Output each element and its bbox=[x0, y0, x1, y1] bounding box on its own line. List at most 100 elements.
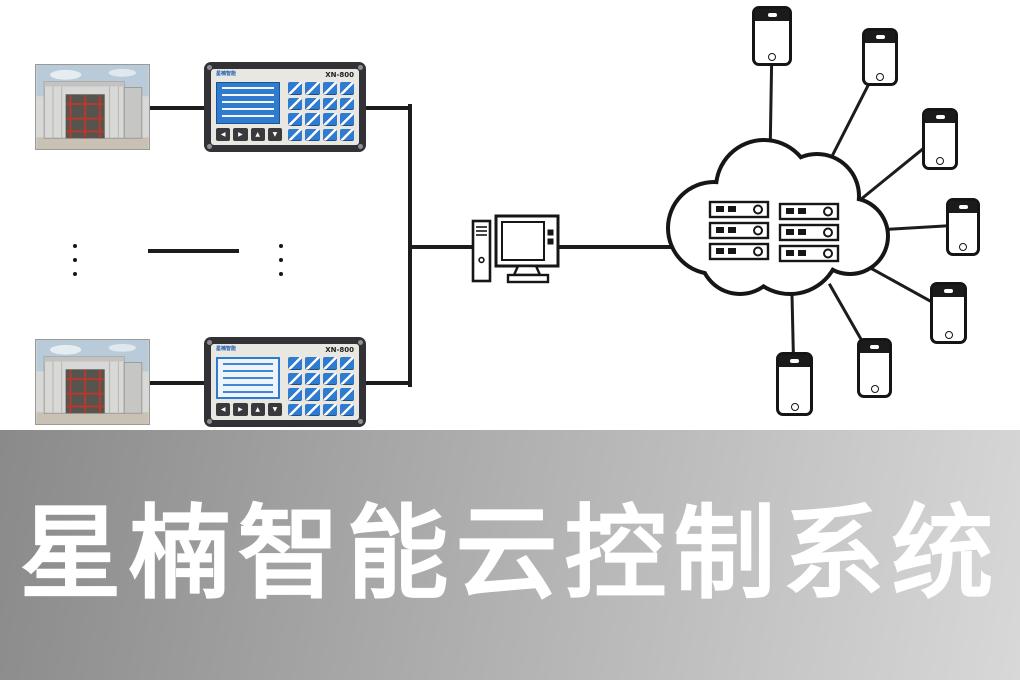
controller-lcd-screen bbox=[216, 82, 280, 124]
phone-speaker-icon bbox=[870, 345, 879, 349]
keypad-key bbox=[305, 388, 320, 401]
screw-icon bbox=[358, 144, 363, 149]
keypad-key bbox=[339, 403, 354, 416]
controller-nav-keys: ◀ ▶ ▲ ▼ bbox=[216, 403, 282, 416]
keypad-key bbox=[288, 97, 303, 110]
controller-faceplate: 星楠智能 XN-800 ◀ ▶ ▲ ▼ bbox=[211, 69, 359, 145]
drying-room-image bbox=[36, 340, 149, 424]
phone-home-button-icon bbox=[876, 73, 884, 81]
screw-icon bbox=[358, 65, 363, 70]
phone-speaker-icon bbox=[958, 205, 968, 209]
keypad-key bbox=[305, 113, 320, 126]
controller-keypad bbox=[288, 82, 354, 141]
keypad-key bbox=[322, 357, 337, 370]
screw-icon bbox=[358, 340, 363, 345]
smartphone-icon bbox=[776, 352, 813, 416]
keypad-key bbox=[288, 403, 303, 416]
keypad-key bbox=[305, 128, 320, 141]
keypad-key bbox=[322, 128, 337, 141]
phone-home-button-icon bbox=[768, 53, 776, 61]
down-arrow-key-icon: ▼ bbox=[267, 128, 282, 141]
phone-home-button-icon bbox=[944, 331, 953, 339]
screw-icon bbox=[207, 419, 212, 424]
phone-home-button-icon bbox=[870, 385, 879, 393]
phone-speaker-icon bbox=[935, 115, 945, 119]
phone-header-bar bbox=[949, 201, 977, 213]
keypad-key bbox=[305, 357, 320, 370]
right-arrow-key-icon: ▶ bbox=[233, 128, 248, 141]
keypad-key bbox=[305, 403, 320, 416]
ellipsis-dots-controllers bbox=[277, 244, 285, 276]
keypad-key bbox=[339, 113, 354, 126]
server-rack-icons bbox=[708, 200, 840, 263]
smartphone-icon bbox=[930, 282, 967, 344]
smartphone-icon bbox=[862, 28, 898, 86]
banner: 星楠智能云控制系统 bbox=[0, 430, 1020, 680]
phone-header-bar bbox=[860, 341, 889, 353]
banner-title: 星楠智能云控制系统 bbox=[19, 495, 1001, 614]
monitoring-computer-icon bbox=[466, 208, 570, 292]
ellipsis-dots-sites bbox=[71, 244, 79, 276]
phone-header-bar bbox=[755, 9, 789, 21]
up-arrow-key-icon: ▲ bbox=[250, 128, 265, 141]
phone-speaker-icon bbox=[875, 35, 885, 39]
phone-header-bar bbox=[779, 355, 810, 367]
drying-room-photo-2 bbox=[35, 339, 150, 425]
cloud-server-icon bbox=[652, 136, 908, 306]
controller-brand-label: 星楠智能 bbox=[216, 346, 237, 352]
screw-icon bbox=[358, 419, 363, 424]
controller-brand-label: 星楠智能 bbox=[216, 71, 237, 77]
phone-speaker-icon bbox=[790, 359, 799, 363]
controller-faceplate: 星楠智能 XN-800 ◀ ▶ ▲ ▼ bbox=[211, 344, 359, 420]
screw-icon bbox=[207, 144, 212, 149]
keypad-key bbox=[322, 372, 337, 385]
keypad-key bbox=[288, 128, 303, 141]
keypad-key bbox=[322, 388, 337, 401]
keypad-key bbox=[322, 82, 337, 95]
smartphone-icon bbox=[922, 108, 958, 170]
keypad-key bbox=[305, 97, 320, 110]
controller-device-2: 星楠智能 XN-800 ◀ ▶ ▲ ▼ bbox=[204, 337, 366, 427]
smartphone-icon bbox=[857, 338, 892, 398]
keypad-key bbox=[339, 128, 354, 141]
keypad-key bbox=[288, 388, 303, 401]
keypad-key bbox=[339, 82, 354, 95]
keypad-key bbox=[339, 372, 354, 385]
phone-header-bar bbox=[933, 285, 964, 297]
keypad-key bbox=[288, 357, 303, 370]
controller-keypad bbox=[288, 357, 354, 416]
controller-device-1: 星楠智能 XN-800 ◀ ▶ ▲ ▼ bbox=[204, 62, 366, 152]
smartphone-icon bbox=[752, 6, 792, 66]
right-arrow-key-icon: ▶ bbox=[233, 403, 248, 416]
left-arrow-key-icon: ◀ bbox=[216, 128, 231, 141]
keypad-key bbox=[339, 97, 354, 110]
phone-header-bar bbox=[865, 31, 895, 43]
keypad-key bbox=[322, 113, 337, 126]
phone-home-button-icon bbox=[790, 403, 799, 411]
keypad-key bbox=[305, 372, 320, 385]
phone-header-bar bbox=[925, 111, 955, 123]
controller-nav-keys: ◀ ▶ ▲ ▼ bbox=[216, 128, 282, 141]
keypad-key bbox=[322, 97, 337, 110]
keypad-key bbox=[305, 82, 320, 95]
left-arrow-key-icon: ◀ bbox=[216, 403, 231, 416]
smartphone-icon bbox=[946, 198, 980, 256]
controller-model-label: XN-800 bbox=[325, 346, 354, 354]
screw-icon bbox=[207, 340, 212, 345]
keypad-key bbox=[339, 357, 354, 370]
phone-home-button-icon bbox=[936, 157, 944, 165]
controller-model-label: XN-800 bbox=[325, 71, 354, 79]
phone-home-button-icon bbox=[959, 243, 967, 251]
keypad-key bbox=[288, 372, 303, 385]
phone-speaker-icon bbox=[767, 13, 777, 17]
up-arrow-key-icon: ▲ bbox=[250, 403, 265, 416]
screw-icon bbox=[207, 65, 212, 70]
keypad-key bbox=[339, 388, 354, 401]
phone-speaker-icon bbox=[944, 289, 953, 293]
keypad-key bbox=[288, 113, 303, 126]
drying-room-photo-1 bbox=[35, 64, 150, 150]
keypad-key bbox=[288, 82, 303, 95]
drying-room-image bbox=[36, 65, 149, 149]
keypad-key bbox=[322, 403, 337, 416]
